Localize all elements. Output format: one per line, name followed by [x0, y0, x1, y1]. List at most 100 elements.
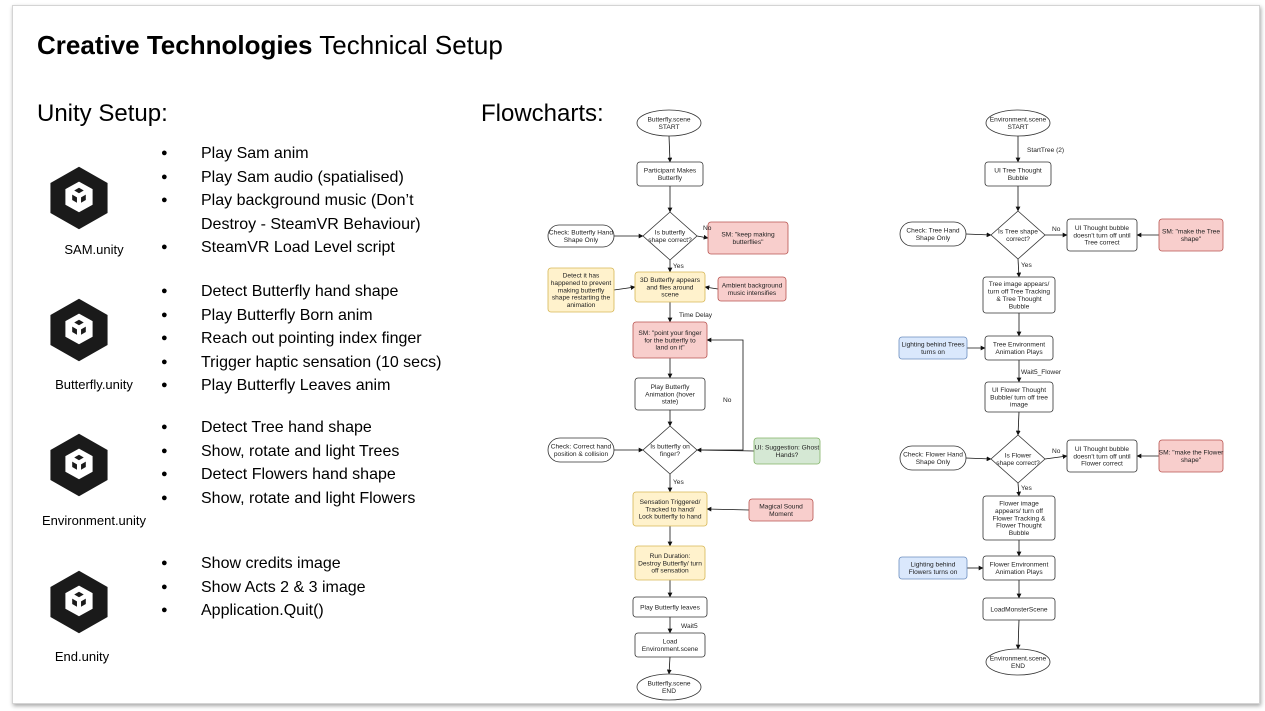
flow-node-text: shape" [1181, 236, 1202, 243]
flow-node-text: UI Flower Thought [992, 387, 1046, 394]
flow-node-text: Shape Only [916, 459, 951, 466]
flow-node-text: Flower Tracking & [993, 515, 1046, 522]
flow-node-text: UI Thought bubble [1075, 446, 1129, 453]
bullet-item: Destroy - SteamVR Behaviour) [201, 215, 421, 233]
unity-logo-icon [43, 431, 115, 499]
edge-label: Yes [673, 479, 684, 486]
edge-label: Wait5 [681, 623, 698, 630]
bullet-item: Show, rotate and light Flowers [161, 487, 415, 511]
flow-node-text: Environment.scene [990, 656, 1047, 663]
scene-bullets-environment: Detect Tree hand shape Show, rotate and … [161, 416, 415, 510]
flow-node-text: UI Tree Thought [994, 168, 1042, 175]
flow-node-text: START [1007, 124, 1028, 131]
flow-node-text: UI Thought bubble [1075, 225, 1129, 232]
flow-node-text: UI: Suggestion: Ghost [755, 445, 820, 452]
unity-logo-icon [43, 568, 115, 636]
flow-node-text: Tree correct [1084, 240, 1119, 247]
bullet-item: SteamVR Load Level script [161, 236, 421, 260]
bullet-item: Play Sam anim [161, 142, 421, 166]
flow-node-text: Butterfly [658, 175, 683, 182]
bullet-item: Play Sam audio (spatialised) [161, 166, 421, 190]
flow-node-text: Flower Environment [990, 562, 1049, 569]
flow-node-text: Is butterfly [655, 230, 686, 237]
page-title: Creative Technologies Technical Setup [37, 30, 503, 61]
slide: Creative Technologies Technical Setup Un… [12, 5, 1260, 704]
bullet-item: Show Acts 2 & 3 image [161, 576, 366, 600]
flow-node-text: happened to prevent [551, 280, 612, 287]
flow-node-text: butterflies" [733, 239, 765, 246]
flow-node-text: Flower Thought [996, 523, 1042, 530]
flow-node-text: Check: Flower Hand [903, 452, 963, 459]
scene-bullets-sam: Play Sam anim Play Sam audio (spatialise… [161, 142, 421, 260]
flow-node-text: Is Tree shape [998, 229, 1038, 236]
flow-node-text: Ambient background [722, 283, 783, 290]
bullet-item: Reach out pointing index finger [161, 327, 441, 351]
flow-node-text: & Tree Thought [996, 296, 1041, 303]
flow-node-text: Play Butterfly leaves [640, 604, 700, 611]
flow-node-text: Environment.scene [642, 646, 699, 653]
flow-node-text: Flower image [999, 501, 1039, 508]
flow-node-text: off sensation [651, 568, 689, 575]
flow-node-text: Moment [769, 511, 793, 518]
flow-node-text: appears/ turn off [995, 508, 1043, 515]
bullet-item: Play Butterfly Born anim [161, 304, 441, 328]
flow-node-text: doesn't turn off until [1073, 232, 1131, 239]
bullet-item: Show credits image [161, 552, 366, 576]
flow-node-text: Bubble [1008, 175, 1029, 182]
flow-node-text: Magical Sound [759, 504, 803, 511]
flow-node-text: scene [661, 292, 679, 299]
flow-node-text: Is Flower [1005, 453, 1033, 460]
scene-label-environment: Environment.unity [41, 513, 147, 528]
bullet-item: Play Butterfly Leaves anim [161, 374, 441, 398]
flow-node-text: Lighting behind [911, 562, 956, 569]
flow-node-text: SM: "keep making [721, 232, 775, 239]
flow-node-text: finger? [660, 451, 680, 458]
edge-label: StartTree (2) [1027, 147, 1064, 154]
edge-label: Yes [1021, 262, 1032, 269]
edge-label: Time Delay [679, 312, 713, 319]
unity-logo-icon [43, 296, 115, 364]
scene-bullets-butterfly: Detect Butterfly hand shape Play Butterf… [161, 280, 441, 398]
unity-logo-icon [43, 164, 115, 232]
flow-node-text: Lock butterfly to hand [638, 514, 701, 521]
flow-node-text: shape restarting the [552, 295, 611, 302]
flow-node-text: state) [662, 399, 679, 406]
flow-node-text: land on it" [655, 345, 685, 352]
flow-node-text: Participant Makes [644, 168, 697, 175]
scene-label-end: End.unity [54, 649, 110, 664]
flow-node-text: making butterfly [558, 287, 605, 294]
flow-node-text: Tree image appears/ [989, 281, 1050, 288]
flow-node-text: Animation Plays [995, 569, 1043, 576]
flow-node-text: Is butterfly on [650, 444, 690, 451]
scene-bullets-end: Show credits image Show Acts 2 & 3 image… [161, 552, 366, 623]
edge-label: Wait5_Flower [1021, 369, 1062, 376]
flow-node-text: Tree Environment [993, 342, 1045, 349]
title-bold: Creative Technologies [37, 30, 313, 60]
flow-node-e-load: LoadMonsterScene [982, 597, 1056, 621]
flow-node-text: correct? [1006, 236, 1030, 243]
flow-node-text: Environment.scene [990, 117, 1047, 124]
edge-label: Yes [673, 263, 684, 270]
flow-node-text: shape correct? [996, 460, 1040, 467]
flow-node-text: Load [663, 639, 678, 646]
unity-setup-heading: Unity Setup: [37, 100, 168, 127]
flow-node-text: LoadMonsterScene [990, 606, 1048, 613]
flow-node-text: Destroy Butterfly/ turn [638, 560, 702, 567]
